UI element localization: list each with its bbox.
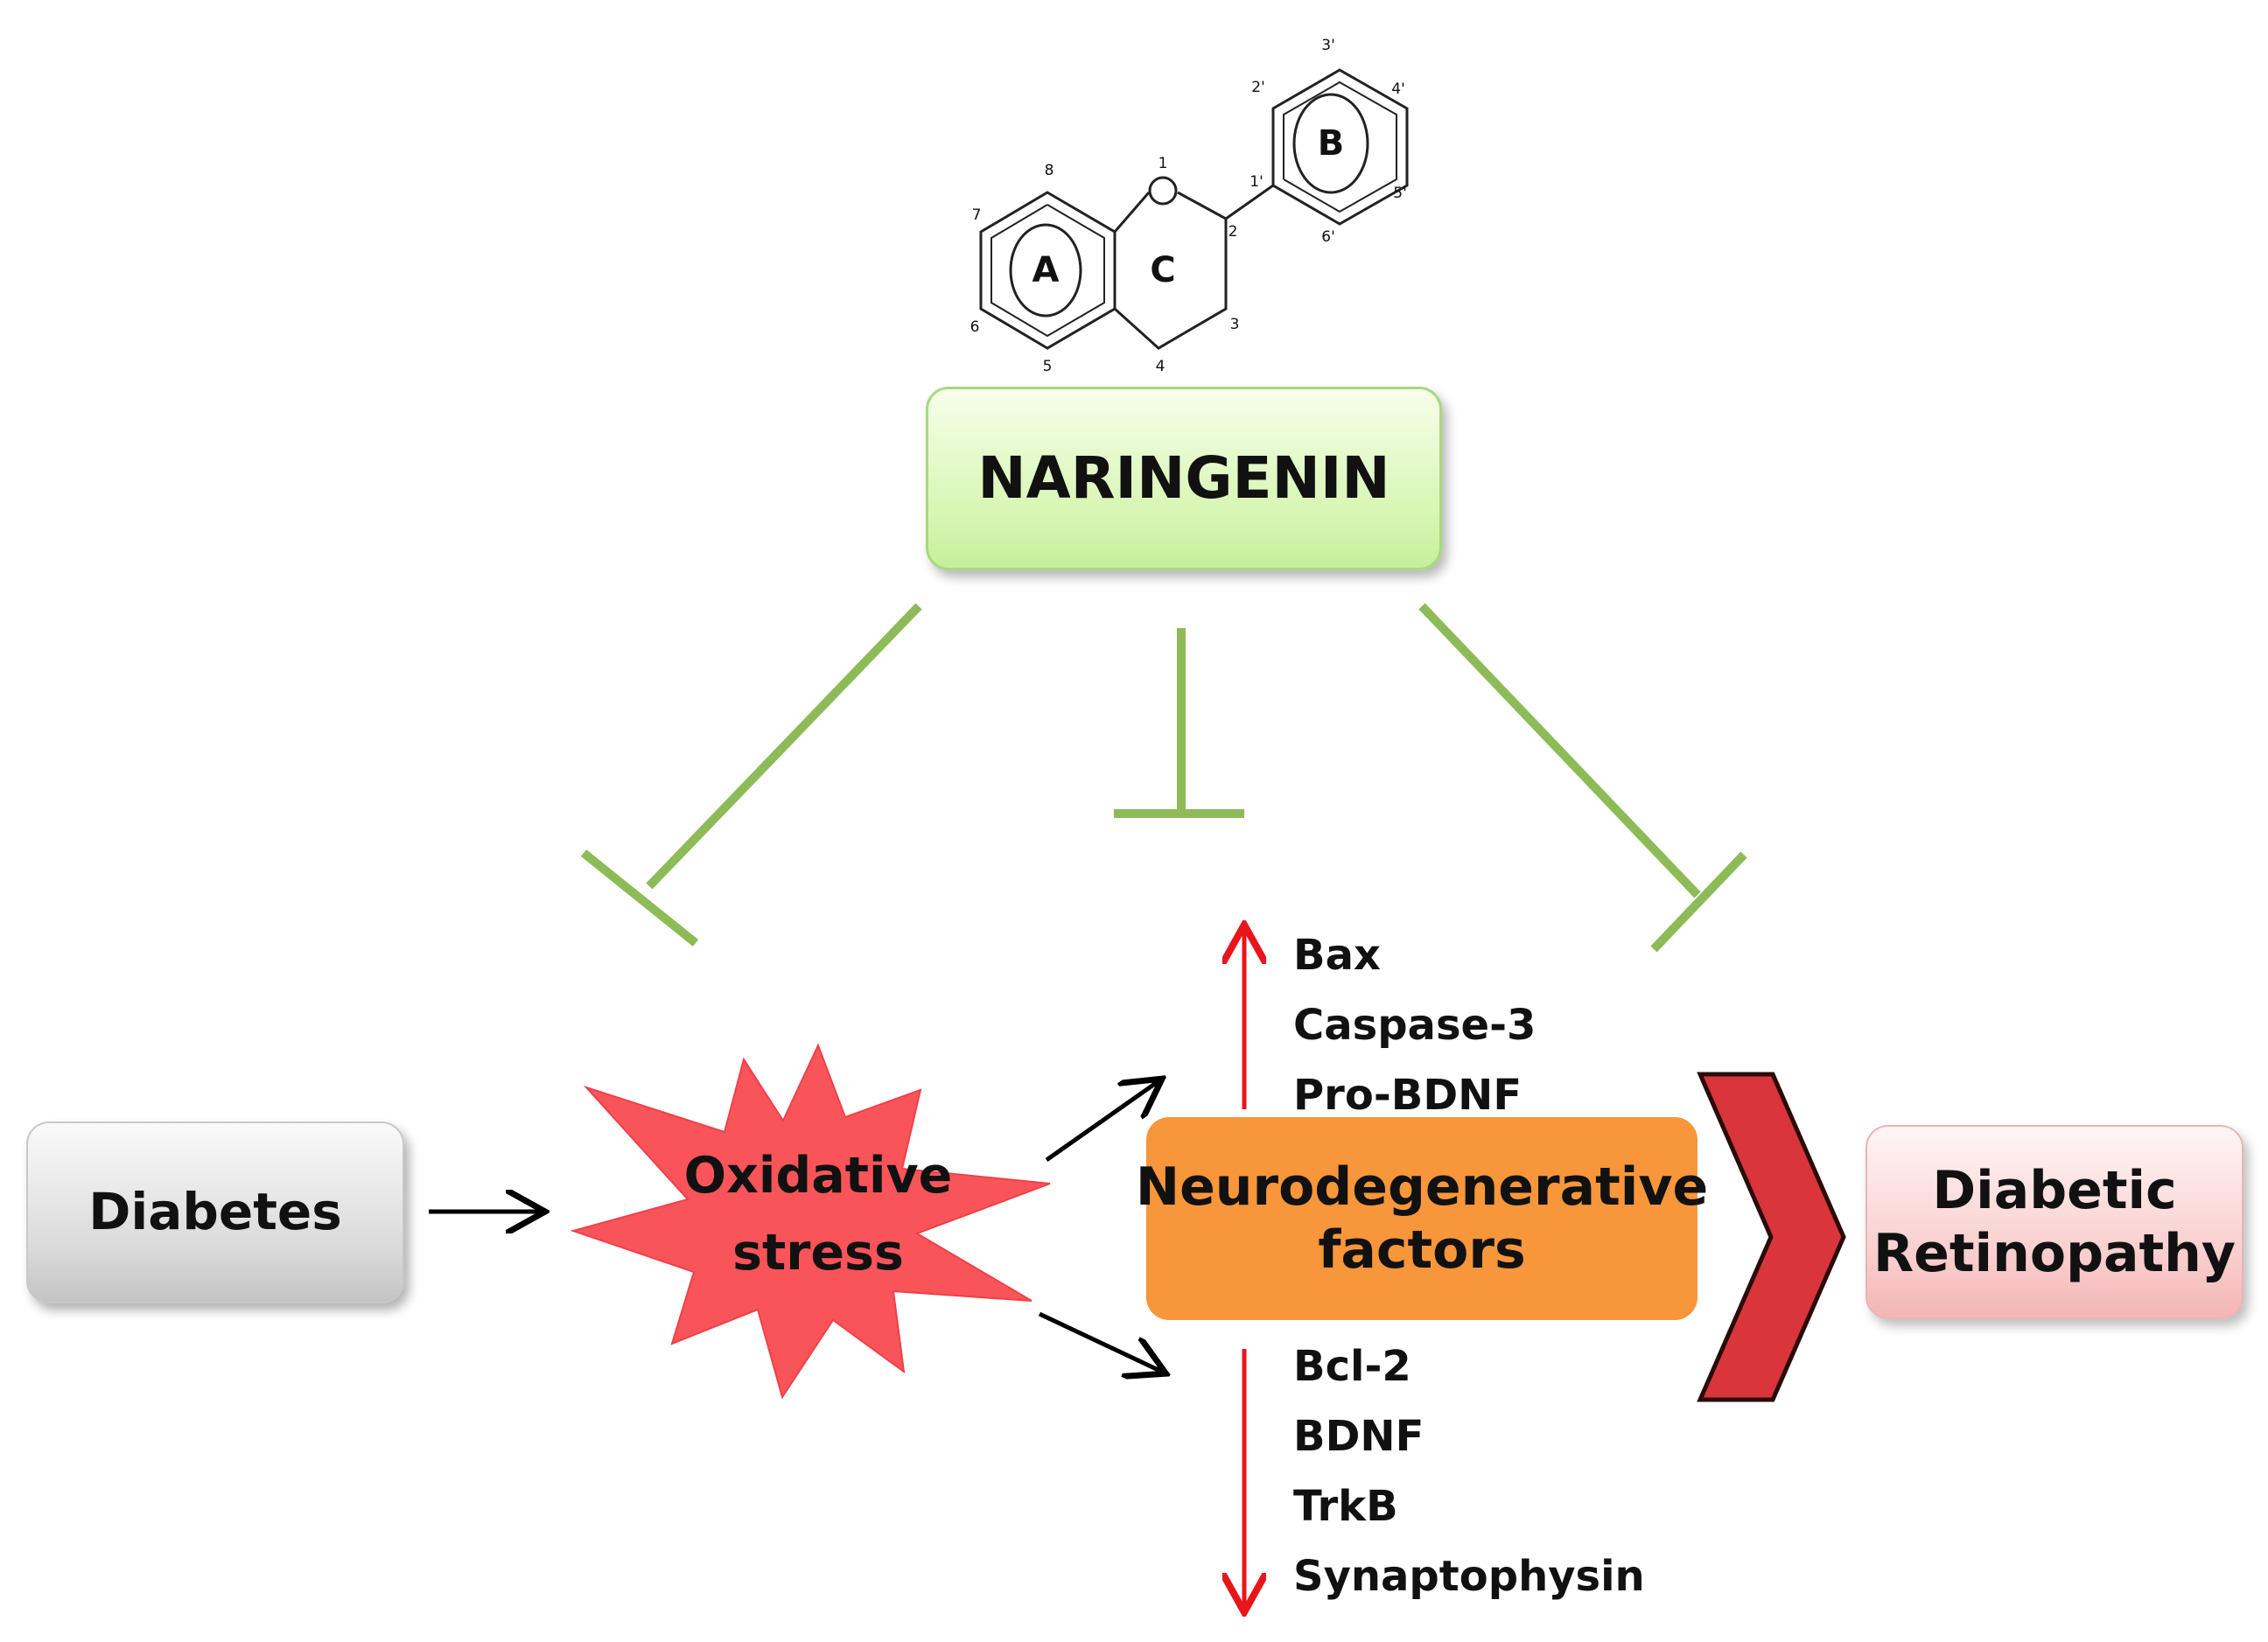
bond-c2-c1prime xyxy=(1225,184,1274,220)
atom-number-6: 6 xyxy=(970,318,980,336)
structure-labels: A C B 8 7 6 5 4 3 2 1 1' 2' 3' 4' 5' 6' xyxy=(970,37,1407,375)
downregulated-factors-list: Bcl-2 BDNF TrkB Synaptophysin xyxy=(1293,1331,1645,1611)
inhibit-oxidative-stress-line xyxy=(646,603,922,890)
ring-label-a: A xyxy=(1032,250,1060,290)
atom-number-5: 5 xyxy=(1043,358,1053,375)
diabetes-box: Diabetes xyxy=(26,1121,404,1303)
upregulated-factors-list: Bax Caspase-3 Pro-BDNF xyxy=(1293,920,1536,1130)
atom-number-3: 3 xyxy=(1230,316,1240,333)
inhibit-retinopathy-line xyxy=(1418,603,1701,898)
ring-a-inner xyxy=(990,204,1105,338)
factor-caspase-3: Caspase-3 xyxy=(1293,1001,1536,1050)
neuro-label-line2: factors xyxy=(1318,1219,1526,1281)
neuro-label-line1: Neurodegenerative xyxy=(1135,1156,1709,1218)
ring-label-b: B xyxy=(1318,123,1345,164)
factor-synaptophysin: Synaptophysin xyxy=(1293,1552,1645,1601)
atom-number-2prime: 2' xyxy=(1251,79,1265,96)
inhibit-oxidative-stress-bar xyxy=(580,849,699,947)
retinopathy-label-line2: Retinopathy xyxy=(1872,1223,2236,1284)
ring-b-inner xyxy=(1283,80,1397,213)
naringenin-box: NARINGENIN xyxy=(926,387,1442,570)
atom-number-4: 4 xyxy=(1156,358,1166,375)
factor-trkb: TrkB xyxy=(1293,1482,1398,1531)
factor-bdnf: BDNF xyxy=(1293,1412,1424,1461)
progression-chevron xyxy=(1697,1072,1846,1402)
factor-bcl-2: Bcl-2 xyxy=(1293,1342,1411,1391)
diabetes-label: Diabetes xyxy=(88,1182,342,1242)
ring-oxygen xyxy=(1148,176,1178,206)
oxidative-stress-line2: stress xyxy=(732,1224,904,1282)
neurodegenerative-factors-box: Neurodegenerative factors xyxy=(1136,1117,1708,1320)
oxidative-stress-line1: Oxidative xyxy=(683,1147,953,1205)
factor-bax: Bax xyxy=(1293,931,1381,980)
flow-arrows xyxy=(429,1081,1162,1372)
atom-number-1prime: 1' xyxy=(1250,173,1264,191)
retinopathy-label-line1: Diabetic xyxy=(1932,1160,2177,1221)
naringenin-label: NARINGENIN xyxy=(977,444,1390,513)
arrow-oxidative-to-downregulated xyxy=(1038,1311,1162,1372)
arrow-oxidative-to-upregulated xyxy=(1045,1081,1158,1163)
ring-b-circle xyxy=(1292,93,1369,194)
ring-label-c: C xyxy=(1150,250,1175,290)
atom-number-1: 1 xyxy=(1158,155,1168,172)
atom-number-4prime: 4' xyxy=(1391,80,1405,98)
inhibit-retinopathy-bar xyxy=(1650,851,1747,953)
atom-number-6prime: 6' xyxy=(1321,228,1335,246)
ring-a-circle xyxy=(1009,223,1082,318)
atom-number-8: 8 xyxy=(1045,162,1054,179)
atom-number-5prime: 5' xyxy=(1393,185,1407,202)
oxidative-stress-starburst xyxy=(570,1043,1051,1400)
atom-number-3prime: 3' xyxy=(1321,37,1335,54)
ring-c xyxy=(1113,191,1228,350)
atom-number-7: 7 xyxy=(972,206,982,224)
ring-b xyxy=(1271,68,1409,226)
atom-number-2: 2 xyxy=(1228,223,1238,241)
naringenin-structure xyxy=(979,68,1409,350)
diabetic-retinopathy-box: Diabetic Retinopathy xyxy=(1866,1125,2244,1319)
factor-pro-bdnf: Pro-BDNF xyxy=(1293,1071,1522,1120)
inhibition-lines xyxy=(580,603,1747,953)
oxidative-stress-label: Oxidative stress xyxy=(643,1137,993,1292)
